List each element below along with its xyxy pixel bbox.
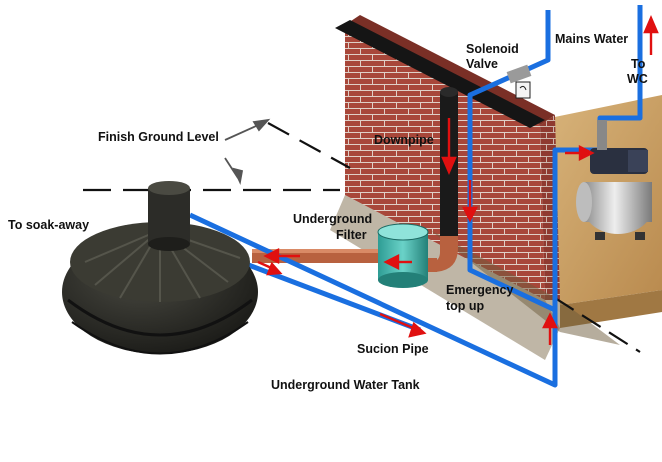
- flow-arrows: [257, 14, 659, 345]
- label-emergency-top-up-line2: top up: [446, 299, 485, 313]
- pump-unit: [576, 120, 652, 240]
- water-tank: [62, 181, 258, 355]
- label-emergency-top-up-line1: Emergency: [446, 283, 514, 297]
- label-to-soak-away: To soak-away: [8, 218, 90, 232]
- label-underground-filter-line1: Underground: [293, 212, 373, 226]
- label-underground-water-tank: Underground Water Tank: [271, 378, 420, 392]
- label-solenoid-valve-line1: Solenoid: [466, 42, 519, 56]
- label-to-wc-line1: To: [631, 57, 646, 71]
- label-solenoid-valve-line2: Valve: [466, 57, 498, 71]
- underground-filter: [377, 223, 429, 288]
- label-to-wc-line2: WC: [627, 72, 648, 86]
- ground-level-dashes: [83, 122, 641, 353]
- label-finish-ground-level: Finish Ground Level: [98, 130, 219, 144]
- label-downpipe: Downpipe: [374, 133, 434, 147]
- label-mains-water: Mains Water: [555, 32, 629, 46]
- solenoid-valve: [506, 64, 532, 99]
- ground-level-pointers: [224, 118, 271, 185]
- label-underground-filter-line2: Filter: [336, 228, 367, 242]
- label-suction-pipe: Sucion Pipe: [357, 342, 429, 356]
